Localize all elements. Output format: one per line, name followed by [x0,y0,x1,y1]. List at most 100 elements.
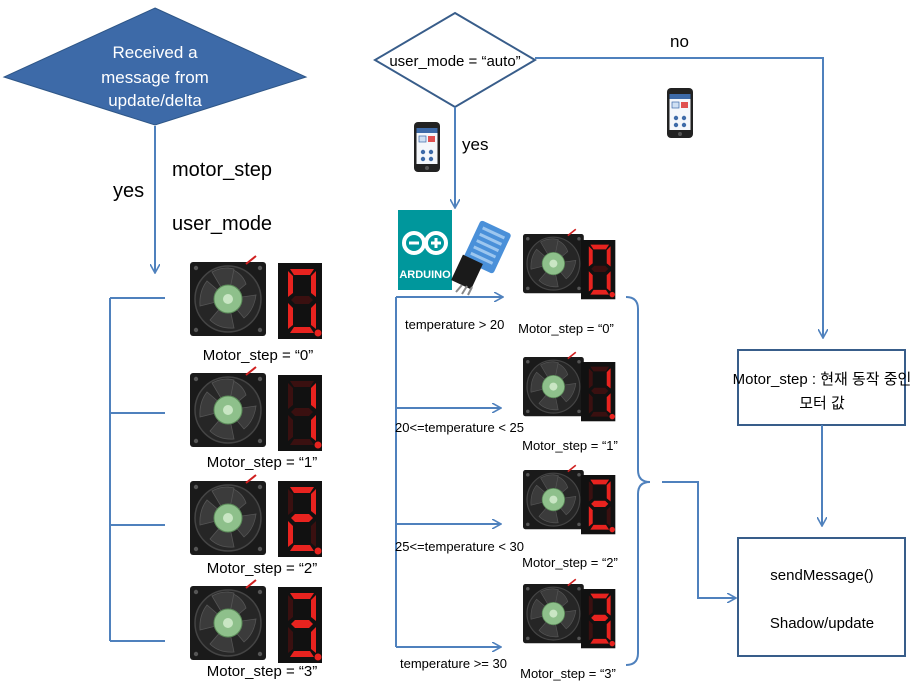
seven-segment-digit [278,587,322,663]
segment-a [590,366,610,372]
left-step-0: Motor_step = “0” [189,255,322,364]
fan-icon [522,351,585,418]
segment-a [590,244,610,250]
decimal-point [609,291,615,298]
middle-step-label-2: Motor_step = “2” [522,555,618,570]
segment-d [590,289,610,295]
seven-segment-digit [581,475,616,535]
segment-d [590,524,610,530]
seven-segment-digit [278,481,322,557]
segment-c [606,393,611,414]
decimal-point [609,413,615,420]
segment-a [290,269,314,275]
segment-f [588,368,593,389]
segment-a [290,487,314,493]
segment-e [588,271,593,292]
middle-step-3: Motor_step = “3” [520,578,616,681]
segment-d [290,327,314,333]
segment-c [311,303,316,329]
segment-c [311,415,316,441]
segment-g [291,408,313,416]
segment-b [606,595,611,616]
decimal-point [609,526,615,533]
no-arrow [535,57,823,337]
fan-icon [189,474,267,556]
segment-e [288,415,293,441]
segment-d [590,411,610,417]
segment-f [588,595,593,616]
no-label: no [670,32,689,51]
middle-brace [625,296,651,666]
decimal-point [314,329,322,337]
send-box-line-2: Shadow/update [770,615,874,632]
segment-g [591,265,609,272]
segment-b [311,383,316,409]
segment-b [606,481,611,502]
fan-icon [189,366,267,448]
decimal-point [314,547,322,555]
yes-label-middle: yes [462,135,488,154]
seven-segment-digit [278,263,322,339]
decimal-point [609,640,615,647]
brace-to-send-arrow [662,481,735,598]
segment-f [588,481,593,502]
segment-c [606,620,611,641]
fan-icon [189,579,267,661]
segment-d [290,545,314,551]
segment-f [288,383,293,409]
left-step-label-2: Motor_step = “2” [207,560,317,577]
segment-e [588,620,593,641]
yes-label-left: yes [113,180,144,202]
fan-icon [522,228,585,295]
motor-step-box [737,349,906,426]
received-message-decision [2,7,308,126]
fan-icon [189,255,267,337]
condition-3: temperature >= 30 [400,656,507,671]
smartphone-icon [413,121,441,173]
segment-a [590,593,610,599]
decision-line-3: update/delta [108,91,202,110]
segment-d [290,439,314,445]
fan-icon [522,464,585,531]
segment-a [290,381,314,387]
seven-segment-digit [581,362,616,422]
segment-d [590,638,610,644]
segment-f [588,246,593,267]
segment-c [311,627,316,653]
segment-f [288,271,293,297]
send-box-line-1: sendMessage() [770,567,873,584]
decision-line-1: Received a [112,43,198,62]
smartphone-icon [666,87,694,139]
segment-e [588,506,593,527]
field-user-mode: user_mode [172,213,272,235]
motor-box-line-1: Motor_step : 현재 동작 중인 [733,371,911,388]
segment-c [311,521,316,547]
seven-segment-digit [581,589,616,649]
decimal-point [314,653,322,661]
segment-b [606,246,611,267]
middle-step-label-0: Motor_step = “0” [518,321,614,336]
temperature-sensor-icon [451,220,511,296]
segment-e [288,521,293,547]
middle-step-0: Motor_step = “0” [518,228,616,336]
segment-d [290,651,314,657]
segment-g [291,620,313,628]
arduino-logo: ARDUINO [398,210,452,290]
segment-f [288,595,293,621]
segment-e [588,393,593,414]
motor-box-line-2: 모터 값 [799,395,845,412]
segment-f [288,489,293,515]
left-step-label-1: Motor_step = “1” [207,454,317,471]
left-step-1: Motor_step = “1” [189,366,322,471]
segment-e [288,303,293,329]
segment-a [290,593,314,599]
left-bracket [109,297,165,642]
seven-segment-digit [278,375,322,451]
segment-b [606,368,611,389]
segment-b [311,489,316,515]
seven-segment-digit [581,240,616,300]
segment-c [606,506,611,527]
decimal-point [314,441,322,449]
middle-branches [395,297,502,647]
